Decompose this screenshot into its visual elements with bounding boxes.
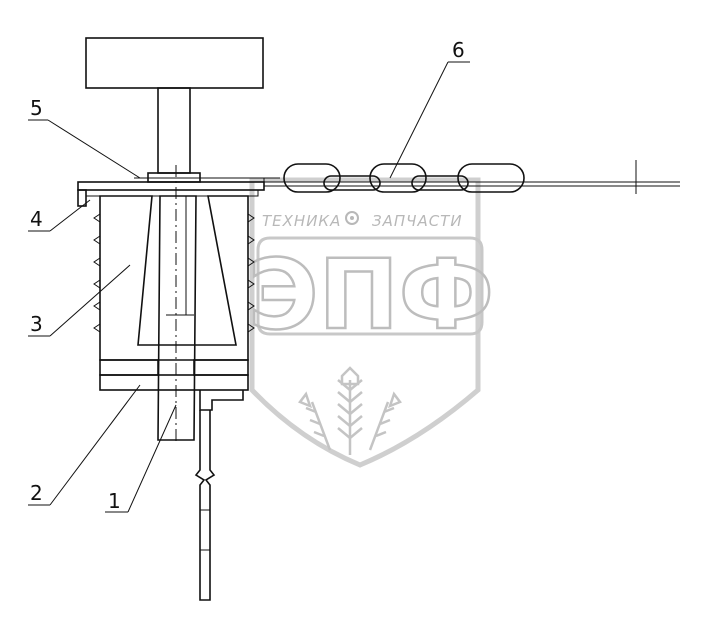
callout-leaders	[28, 61, 470, 513]
watermark-logo: ТЕХНИКА ЗАПЧАСТИ ЭПФ	[247, 177, 495, 468]
central-rod	[157, 165, 197, 445]
callout-5: 5	[30, 96, 43, 120]
wheat-icon	[298, 366, 402, 455]
callout-4: 4	[30, 207, 43, 231]
gear-icon	[345, 211, 359, 225]
bracket-and-pin	[194, 390, 244, 601]
watermark-left-word: ТЕХНИКА	[262, 212, 341, 230]
callout-1: 1	[108, 489, 121, 513]
watermark-logo-text: ЭПФ	[248, 239, 494, 351]
callout-3: 3	[30, 312, 43, 336]
callout-2: 2	[30, 481, 43, 505]
bottom-plate	[99, 359, 249, 391]
rubber-plug-body	[93, 195, 255, 361]
watermark-right-word: ЗАПЧАСТИ	[372, 212, 463, 230]
callout-6: 6	[452, 38, 465, 62]
chain	[264, 160, 680, 194]
